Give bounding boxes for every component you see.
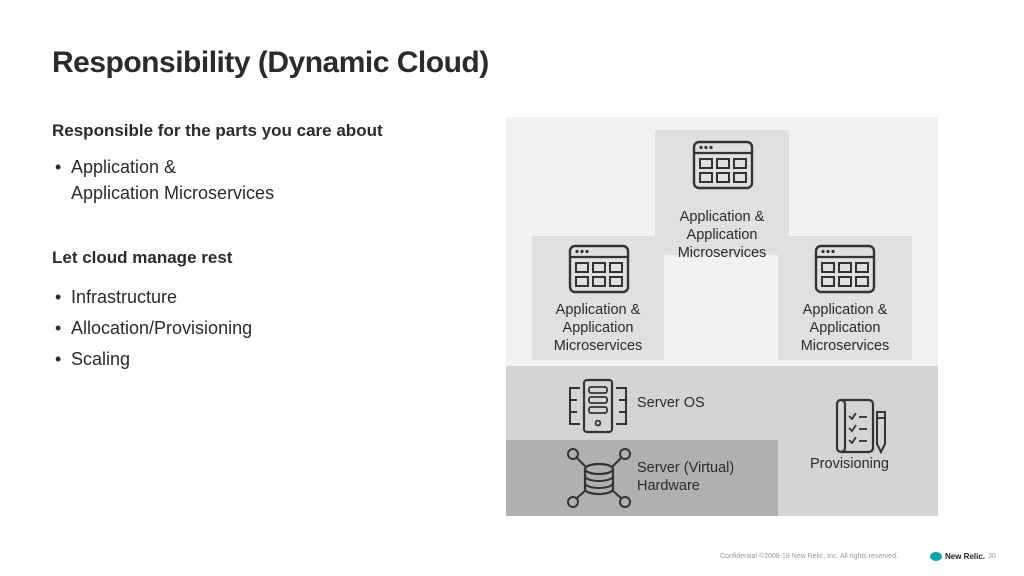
slide-title: Responsibility (Dynamic Cloud) (52, 46, 489, 79)
bullet-text-line: Application Microservices (71, 183, 275, 203)
hardware-layer (506, 440, 778, 516)
server-icon (569, 378, 627, 434)
responsibility-diagram: Application & Application Microservices … (506, 117, 938, 516)
app-box-top: Application & Application Microservices (655, 130, 789, 261)
bullet-item: Application & Application Microservices (52, 154, 274, 206)
section-heading-responsible: Responsible for the parts you care about (52, 121, 383, 140)
logo-text: New Relic. (945, 552, 986, 561)
clipboard-pen-icon (835, 398, 886, 454)
bullet-item: Allocation/Provisioning (52, 315, 252, 341)
page-number: 30 (988, 553, 996, 560)
app-label-top: Application & Application Microservices (677, 209, 767, 261)
server-os-label: Server OS (637, 395, 705, 411)
section-heading-cloud: Let cloud manage rest (52, 248, 233, 267)
app-box-right: Application & Application Microservices (778, 236, 912, 360)
app-box-left: Application & Application Microservices (532, 236, 664, 360)
database-network-icon (567, 448, 631, 508)
app-window-icon (692, 140, 754, 190)
app-window-icon (814, 244, 876, 294)
new-relic-logo: New Relic. (930, 552, 985, 561)
footer-confidential: Confidential ©2008-18 New Relic, Inc. Al… (720, 553, 898, 560)
provisioning-label: Provisioning (810, 456, 889, 472)
responsible-bullet-list: Application & Application Microservices (52, 154, 274, 211)
bullet-item: Scaling (52, 346, 252, 372)
app-label-left: Application & Application Microservices (553, 302, 643, 354)
bullet-text-line: Application & (71, 157, 177, 177)
new-relic-logo-icon (930, 552, 942, 561)
hardware-label: Server (Virtual) Hardware (637, 460, 735, 494)
app-label-right: Application & Application Microservices (800, 302, 890, 354)
app-window-icon (568, 244, 630, 294)
cloud-bullet-list: Infrastructure Allocation/Provisioning S… (52, 284, 252, 377)
bullet-item: Infrastructure (52, 284, 252, 310)
